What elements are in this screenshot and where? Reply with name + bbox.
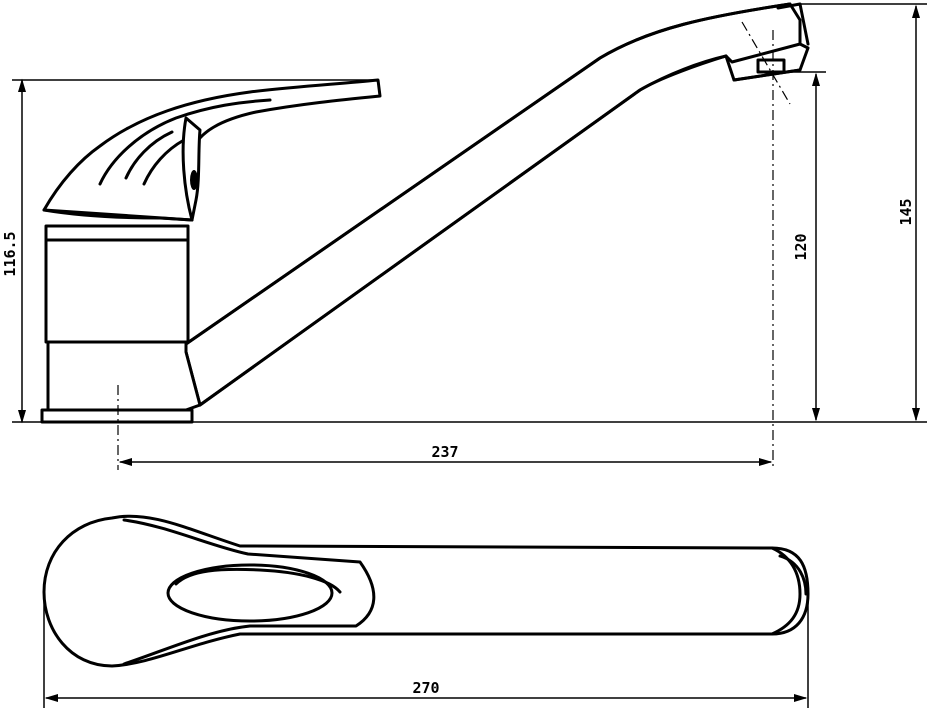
dimension-lines-top: [43, 594, 809, 708]
finger-recess: [166, 563, 334, 623]
top-view: [42, 514, 810, 668]
dim-total-height: 145: [897, 198, 915, 225]
lever-top-outline: [42, 514, 810, 668]
dim-spout-height: 120: [792, 233, 810, 260]
spout-top-edge: [184, 2, 792, 346]
aerator-axis: [741, 21, 791, 105]
valve-body: [44, 238, 190, 344]
dimension-lines-side: [12, 3, 927, 467]
spout: [184, 2, 802, 407]
aerator: [724, 2, 810, 82]
valve-body-lower: [46, 340, 202, 412]
dim-total-length: 270: [412, 679, 439, 697]
base-flange: [40, 408, 194, 424]
dim-spout-reach: 237: [431, 443, 458, 461]
dim-body-height: 116.5: [1, 231, 19, 276]
valve-body-upper: [44, 224, 190, 242]
side-view: [40, 2, 810, 470]
lever-handle: [42, 78, 382, 222]
spout-bottom-edge: [198, 54, 728, 407]
